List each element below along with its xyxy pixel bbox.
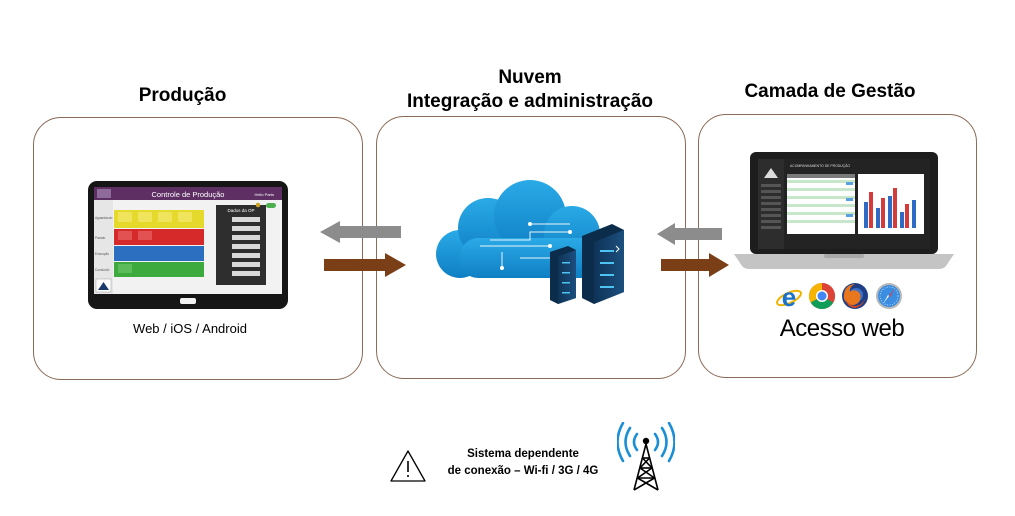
- svg-text:e: e: [782, 283, 796, 311]
- cloud-servers-illustration: [436, 180, 624, 304]
- internet-explorer-icon: e: [776, 283, 802, 311]
- arrow-left-gray-2: [657, 223, 722, 245]
- tablet-device: Controle de Produção Hello Parts Aguarda…: [88, 181, 288, 309]
- gestao-title: Camada de Gestão: [744, 81, 916, 102]
- antenna-tower-icon: [617, 422, 675, 491]
- safari-icon: [876, 283, 902, 309]
- chrome-icon: [808, 282, 836, 310]
- warning-icon: [390, 450, 426, 482]
- laptop-header-title: ACOMPANHAMENTO DE PRODUÇÃO: [790, 163, 850, 168]
- tablet-row-label-1: Aguardando: [95, 216, 113, 220]
- arrow-right-brown-2: [661, 253, 729, 277]
- laptop-device: ACOMPANHAMENTO DE PRODUÇÃO: [734, 152, 954, 269]
- laptop-bar-chart: [864, 188, 916, 228]
- tablet-row-label-3: Execução: [95, 252, 109, 256]
- arrow-left-gray-1: [320, 221, 401, 243]
- tablet-header-title: Controle de Produção: [152, 190, 225, 199]
- connection-notice: Sistema dependente de conexão – Wi-fi / …: [430, 446, 616, 480]
- producao-caption: Web / iOS / Android: [133, 321, 247, 336]
- connection-notice-line1: Sistema dependente: [467, 448, 579, 460]
- connection-notice-line2: de conexão – Wi-fi / 3G / 4G: [447, 465, 599, 477]
- producao-title: Produção: [138, 85, 227, 106]
- tablet-header-right: Hello Parts: [254, 192, 274, 197]
- arrow-right-brown-1: [324, 253, 406, 277]
- tablet-row-label-4: Concluído: [95, 268, 110, 272]
- nuvem-title-line1: Nuvem: [498, 67, 562, 88]
- firefox-icon: [842, 283, 868, 309]
- server-large: [582, 224, 624, 304]
- nuvem-title-line2: Integração e administração: [406, 91, 654, 112]
- server-small: [550, 246, 576, 304]
- acesso-web-label: Acesso web: [779, 315, 905, 342]
- nuvem-title: Nuvem Integração e administração: [370, 66, 690, 114]
- tablet-panel-title: Dados da OP: [227, 208, 254, 213]
- tablet-row-label-2: Parado: [95, 236, 106, 240]
